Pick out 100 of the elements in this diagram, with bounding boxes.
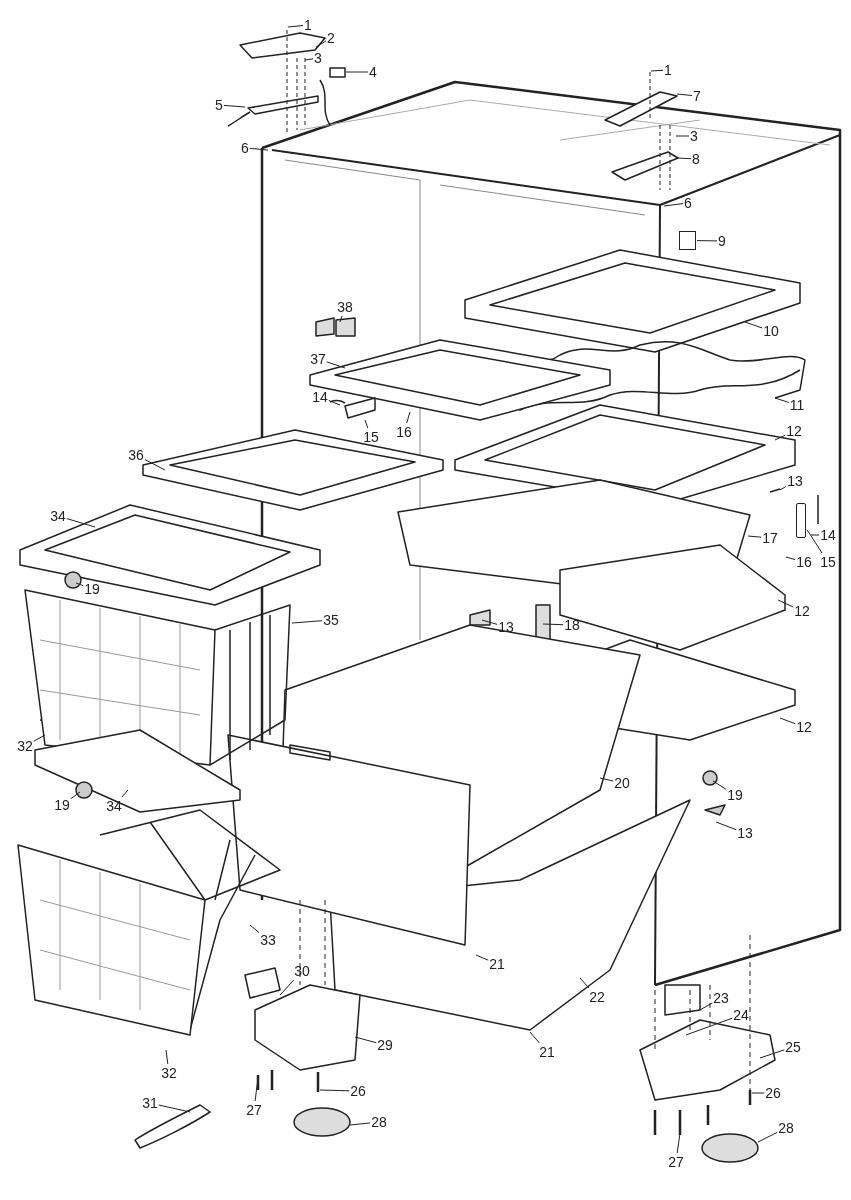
leader-line bbox=[777, 599, 794, 608]
leader-line bbox=[349, 1122, 371, 1126]
callout-number: 13 bbox=[498, 619, 514, 635]
leader-line bbox=[319, 1089, 350, 1092]
leader-line bbox=[279, 979, 295, 996]
leader-line bbox=[699, 1002, 713, 1011]
callout-number: 17 bbox=[762, 530, 778, 546]
callout-number: 5 bbox=[215, 97, 223, 113]
callout-number: 19 bbox=[84, 581, 100, 597]
callout-number: 32 bbox=[17, 738, 33, 754]
callout-number: 13 bbox=[787, 473, 803, 489]
leader-line bbox=[354, 1036, 377, 1044]
callout-number: 12 bbox=[794, 603, 810, 619]
callout-number: 15 bbox=[363, 429, 379, 445]
leader-line bbox=[144, 459, 166, 471]
callout-number: 32 bbox=[161, 1065, 177, 1081]
leader-line bbox=[406, 411, 411, 424]
callout-number: 10 bbox=[763, 323, 779, 339]
callout-number: 27 bbox=[668, 1154, 684, 1170]
leader-line bbox=[481, 619, 498, 625]
leader-line bbox=[774, 397, 790, 403]
leader-line bbox=[364, 419, 369, 429]
leader-line bbox=[696, 240, 718, 242]
leader-line bbox=[599, 777, 614, 782]
callout-number: 25 bbox=[785, 1039, 801, 1055]
leader-line bbox=[650, 69, 664, 72]
callout-number: 26 bbox=[350, 1083, 366, 1099]
callout-number: 24 bbox=[733, 1007, 749, 1023]
leader-line bbox=[715, 821, 737, 831]
callout-number: 6 bbox=[684, 195, 692, 211]
leader-line bbox=[315, 40, 327, 48]
leader-line bbox=[291, 620, 323, 624]
callout-number: 18 bbox=[564, 617, 580, 633]
small-box-part bbox=[679, 231, 696, 250]
callout-number: 21 bbox=[539, 1044, 555, 1060]
leader-line bbox=[66, 518, 96, 528]
leader-line bbox=[339, 315, 343, 323]
leader-line bbox=[663, 203, 684, 207]
callout-number: 1 bbox=[304, 17, 312, 33]
callout-number: 4 bbox=[369, 64, 377, 80]
leader-line bbox=[751, 1092, 765, 1094]
callout-number: 22 bbox=[589, 989, 605, 1005]
callout-number: 12 bbox=[796, 719, 812, 735]
callout-number: 2 bbox=[327, 30, 335, 46]
callout-number: 35 bbox=[323, 612, 339, 628]
callout-number: 12 bbox=[786, 423, 802, 439]
leader-line bbox=[744, 321, 763, 329]
callout-number: 23 bbox=[713, 990, 729, 1006]
leader-line bbox=[529, 1031, 540, 1044]
leader-line bbox=[328, 400, 341, 406]
callout-number: 19 bbox=[727, 787, 743, 803]
leader-line bbox=[223, 104, 246, 108]
callout-number: 14 bbox=[312, 389, 328, 405]
bracket-part bbox=[796, 503, 806, 538]
leader-line bbox=[685, 1017, 733, 1036]
leader-line bbox=[779, 485, 787, 491]
leader-line bbox=[677, 157, 692, 160]
leader-line bbox=[806, 529, 823, 554]
callout-number: 14 bbox=[820, 527, 836, 543]
callout-number: 36 bbox=[128, 447, 144, 463]
leader-line bbox=[675, 135, 690, 137]
leader-line bbox=[676, 1132, 681, 1154]
callout-number: 28 bbox=[778, 1120, 794, 1136]
callout-number: 3 bbox=[690, 128, 698, 144]
leader-line bbox=[121, 789, 129, 798]
callout-number: 27 bbox=[246, 1102, 262, 1118]
leader-line bbox=[747, 535, 762, 538]
callout-number: 8 bbox=[692, 151, 700, 167]
leader-line bbox=[759, 1049, 785, 1059]
callout-number: 34 bbox=[106, 798, 122, 814]
callout-number: 11 bbox=[789, 397, 805, 413]
leader-line bbox=[158, 1104, 191, 1113]
callout-number: 1 bbox=[664, 62, 672, 78]
leader-line bbox=[165, 1049, 169, 1065]
callout-number: 16 bbox=[396, 424, 412, 440]
callout-number: 21 bbox=[489, 956, 505, 972]
leader-line bbox=[475, 954, 489, 961]
callout-number: 31 bbox=[142, 1095, 158, 1111]
leader-line bbox=[579, 977, 590, 989]
callout-number: 3 bbox=[314, 50, 322, 66]
leader-line bbox=[785, 556, 796, 561]
callout-number: 30 bbox=[294, 963, 310, 979]
callout-number: 9 bbox=[718, 233, 726, 249]
leader-line bbox=[779, 717, 796, 725]
callout-number: 13 bbox=[737, 825, 753, 841]
callout-number: 16 bbox=[796, 554, 812, 570]
leader-line bbox=[249, 147, 269, 151]
leader-line bbox=[304, 58, 314, 61]
leader-line bbox=[33, 734, 46, 742]
callout-number: 34 bbox=[50, 508, 66, 524]
callout-number: 29 bbox=[377, 1037, 393, 1053]
callout-number: 15 bbox=[820, 554, 836, 570]
leader-line bbox=[249, 924, 260, 934]
leader-line bbox=[542, 623, 564, 626]
callout-number: 6 bbox=[241, 140, 249, 156]
callout-number: 20 bbox=[614, 775, 630, 791]
leader-line bbox=[326, 361, 346, 369]
leader-line bbox=[757, 1131, 778, 1143]
leader-line bbox=[774, 434, 786, 441]
callout-number: 37 bbox=[310, 351, 326, 367]
